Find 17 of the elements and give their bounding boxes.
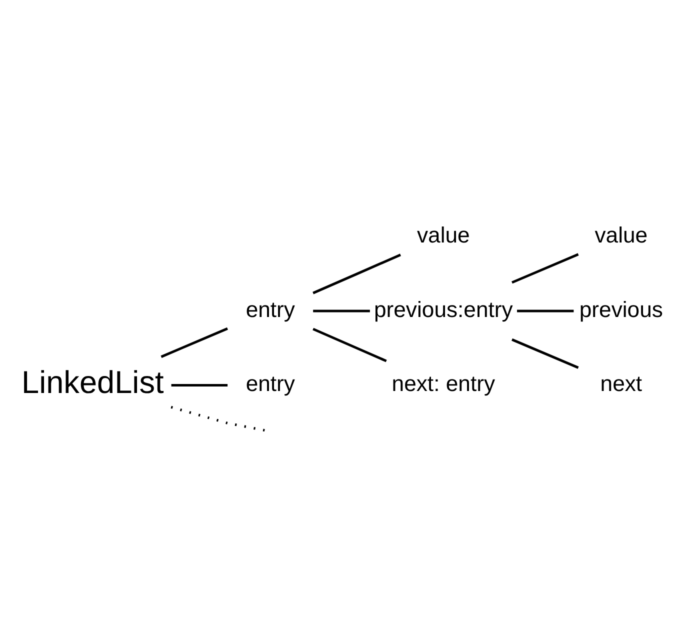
connector [313,309,370,312]
connector [160,326,228,358]
connector [312,327,387,362]
node-text: value [594,222,648,248]
node-text: previous [579,296,663,322]
connector [512,252,579,284]
node-text: next: entry [392,370,496,396]
node-text: next [600,370,642,396]
connector [171,384,228,386]
node-text: entry [246,296,295,322]
connector [512,338,579,368]
node-text: LinkedList [22,364,164,400]
connector [517,309,574,312]
node-text: value [416,222,470,248]
node-text: previous:entry [374,296,513,322]
node-text: entry [246,370,295,396]
connector [312,253,401,294]
